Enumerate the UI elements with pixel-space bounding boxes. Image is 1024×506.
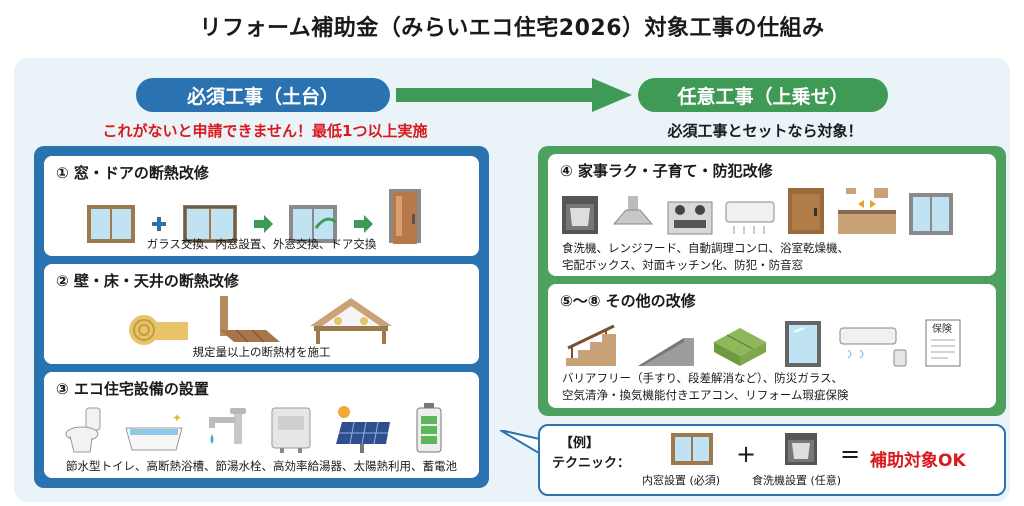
required-works-label: 必須工事（土台） [136,78,390,112]
double-window-icon [183,205,237,243]
floor-section-icon [220,296,280,343]
plus-icon [152,217,166,231]
solar-panel-icon [336,406,390,453]
eco-equipment-icons: ✦ [64,402,444,454]
card-title: ⑤〜⑧ その他の改修 [560,292,696,310]
page-title: リフォーム補助金（みらいエコ住宅2026）対象工事の仕組み [199,16,825,41]
required-note: これがないと申請できません！最低1つ以上実施 [102,122,428,140]
dishwasher-icon [562,196,598,234]
tatami-icon [714,328,766,366]
card-caption-line: バリアフリー（手すり、段差解消など）、防災ガラス、 [562,371,844,385]
example-plus: + [736,440,757,468]
dishwasher-icon [785,433,817,465]
water-heater-icon [271,407,311,453]
required-frame: ① 窓・ドアの断熱改修 ガラス交換、内窓設置、外窓交換、ドア交換 ② 壁・床・天… [34,146,489,488]
card-caption-line: 宅配ボックス、対面キッチン化、防犯・防音窓 [562,258,804,272]
example-box: 【例】 テクニック： 内窓設置 (必須) + 食洗機設置 (任意) = 補助対象… [538,424,1006,496]
svg-text:✦: ✦ [172,411,182,425]
optional-note: 必須工事とセットなら対象！ [667,122,863,140]
delivery-box-icon [788,188,824,234]
card-caption: 規定量以上の断熱材を施工 [192,345,331,359]
example-item-optional: 食洗機設置 (任意) [752,474,842,487]
card-caption: 節水型トイレ、高断熱浴槽、節湯水栓、高効率給湯器、太陽熱利用、蓄電池 [66,459,457,473]
bathtub-icon: ✦ [125,411,183,451]
kitchen-icon [838,188,896,234]
big-arrow-icon [396,78,632,112]
example-result: 補助対象OK [870,451,966,471]
insulation-roll-icon [129,315,188,345]
air-conditioner-icon [839,327,907,367]
door-icon [389,189,421,244]
bathroom-dryer-icon [725,201,775,234]
speech-bubble-tail [500,430,544,458]
card-caption-line: 食洗機、レンジフード、自動調理コンロ、浴室乾燥機、 [562,241,850,255]
card-eco-equipment: ③ エコ住宅設備の設置 ✦ 節水型トイレ、高断熱浴槽、節湯水栓、高効率給湯器、太… [44,372,479,478]
card-caption: ガラス交換、内窓設置、外窓交換、ドア交換 [146,237,377,251]
stove-icon [667,201,713,235]
card-other-renovations: ⑤〜⑧ その他の改修 保険 バリアフリー（手すり、段差解消など）、防災ガラス、 … [548,284,996,408]
example-item-required: 内窓設置 (必須) [642,474,721,487]
card-housework-childcare: ④ 家事ラク・子育て・防犯改修 食洗機、レンジフード、自動調理コンロ、浴室乾燥機… [548,154,996,276]
optional-works-label: 任意工事（上乗せ） [638,78,888,112]
window-icon [909,193,953,235]
other-renovation-icons: 保険 [564,318,962,368]
inner-window-icon [671,433,713,465]
card-title: ② 壁・床・天井の断熱改修 [56,272,239,290]
card-wall-floor-ceiling: ② 壁・床・天井の断熱改修 規定量以上の断熱材を施工 [44,264,479,364]
window-door-icons [86,188,422,244]
faucet-icon [209,408,246,444]
window-replace-icon [289,205,337,243]
optional-frame: ④ 家事ラク・子育て・防犯改修 食洗機、レンジフード、自動調理コンロ、浴室乾燥機… [538,146,1006,416]
example-technique: テクニック： [552,456,631,471]
arrow-icon [354,215,373,233]
window-icon [87,205,135,243]
arrow-icon [254,215,273,233]
card-title: ① 窓・ドアの断熱改修 [56,164,209,182]
card-title: ③ エコ住宅設備の設置 [56,380,209,398]
card-title: ④ 家事ラク・子育て・防犯改修 [560,162,773,180]
ramp-icon [638,338,694,366]
attic-icon [310,298,392,344]
example-label: 【例】 テクニック： [552,434,630,474]
example-equals: = [840,440,861,468]
card-window-door: ① 窓・ドアの断熱改修 ガラス交換、内窓設置、外窓交換、ドア交換 [44,156,479,256]
housework-icons [560,186,954,236]
card-caption-line: 空気清浄・換気機能付きエアコン、リフォーム瑕疵保険 [562,388,849,402]
insulation-icons [124,294,394,346]
insurance-doc-label: 保険 [932,322,952,335]
handrail-icon [566,324,616,366]
insurance-doc-icon: 保険 [925,319,961,367]
battery-icon [416,403,442,453]
glass-icon [785,321,821,367]
range-hood-icon [612,196,654,225]
toilet-icon [65,407,101,453]
example-title: 【例】 [560,436,600,451]
